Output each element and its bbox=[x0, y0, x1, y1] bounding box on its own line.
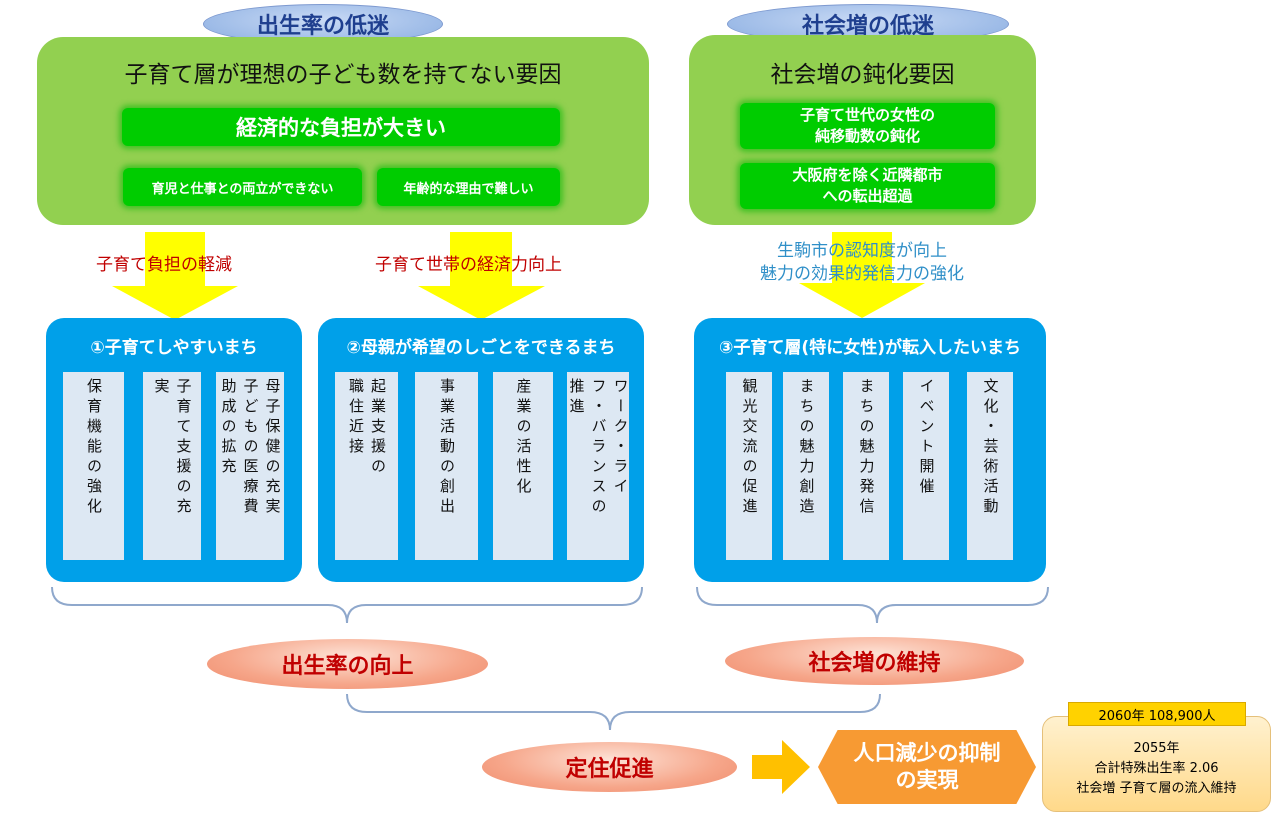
female-migration-line2: 純移動数の鈍化 bbox=[814, 127, 920, 145]
town3-col-event: イベント開催 bbox=[903, 372, 949, 560]
awareness-line1: 生駒市の認知度が向上 bbox=[777, 241, 947, 261]
col-text: 母子保健の充実 bbox=[263, 378, 282, 518]
col-text: 子育て支援の充 bbox=[174, 378, 193, 518]
col-text: 実 bbox=[152, 378, 171, 398]
brace-bottom bbox=[346, 693, 881, 731]
town1-col-support: 子育て支援の充 実 bbox=[143, 372, 201, 560]
arrow-down-middle bbox=[418, 232, 545, 320]
target-birthrate: 合計特殊出生率 2.06 bbox=[1094, 761, 1219, 776]
col-text: 事業活動の創出 bbox=[438, 378, 456, 518]
town3-col-promote: まちの魅力発信 bbox=[843, 372, 889, 560]
col-text: 観光交流の促進 bbox=[740, 378, 759, 518]
town3-col-create: まちの魅力創造 bbox=[783, 372, 829, 560]
col-text: 保育機能の強化 bbox=[85, 378, 103, 518]
hex-line1: 人口減少の抑制 bbox=[853, 741, 1001, 765]
col-text: 助成の拡充 bbox=[219, 378, 238, 478]
yellow-arrows bbox=[112, 232, 925, 320]
outflow-line2: への転出超過 bbox=[822, 187, 913, 205]
target-text: 2055年 合計特殊出生率 2.06 社会増 子育て層の流入維持 bbox=[1042, 733, 1271, 805]
target-box bbox=[1042, 716, 1271, 812]
population-decline-hex: 人口減少の抑制 の実現 bbox=[818, 730, 1036, 804]
right-factors-title: 社会増の鈍化要因 bbox=[770, 62, 955, 88]
arrow-down-right bbox=[799, 232, 925, 318]
town1-title: ①子育てしやすいまち bbox=[90, 337, 258, 358]
settlement-oval: 定住促進 bbox=[482, 742, 737, 792]
childcare-burden-label: 子育て負担の軽減 bbox=[96, 255, 232, 275]
target-social: 社会増 子育て層の流入維持 bbox=[1076, 781, 1237, 796]
town3-title: ③子育て層(特に女性)が転入したいまち bbox=[719, 337, 1021, 358]
awareness-line2: 魅力の効果的発信力の強化 bbox=[760, 264, 964, 284]
col-text: ワーク・ライ bbox=[611, 378, 630, 498]
town1-col-health: 母子保健の充実 子どもの医療費 助成の拡充 bbox=[216, 372, 284, 560]
town2-title: ②母親が希望のしごとをできるまち bbox=[346, 337, 616, 358]
work-childcare-box: 育児と仕事との両立ができない bbox=[123, 168, 362, 206]
female-migration-line1: 子育て世代の女性の bbox=[799, 106, 935, 124]
town1-col-childcare: 保育機能の強化 bbox=[63, 372, 124, 560]
birthrate-improve-oval: 出生率の向上 bbox=[207, 639, 488, 689]
economic-burden-box: 経済的な負担が大きい bbox=[122, 108, 560, 146]
brace-right bbox=[696, 586, 1049, 624]
col-text: 職住近接 bbox=[347, 378, 365, 458]
town2-col-startup: 起業支援の 職住近接 bbox=[335, 372, 398, 560]
arrow-down-left bbox=[112, 232, 238, 320]
social-maintain-oval: 社会増の維持 bbox=[725, 637, 1024, 685]
col-text: 産業の活性化 bbox=[514, 378, 533, 498]
col-text: 起業支援の bbox=[369, 378, 387, 478]
brace-left bbox=[51, 586, 643, 624]
awareness-label: 生駒市の認知度が向上 魅力の効果的発信力の強化 bbox=[742, 240, 982, 286]
col-text: 文化・芸術活動 bbox=[981, 378, 1000, 518]
col-text: まちの魅力発信 bbox=[857, 378, 876, 518]
col-text: イベント開催 bbox=[917, 378, 936, 498]
age-reason-box: 年齢的な理由で難しい bbox=[377, 168, 560, 206]
town3-col-tourism: 観光交流の促進 bbox=[726, 372, 772, 560]
target-year: 2055年 bbox=[1133, 741, 1180, 756]
col-text: フ・バランスの bbox=[589, 378, 608, 518]
left-factors-title: 子育て層が理想の子ども数を持てない要因 bbox=[124, 62, 562, 88]
target-2060-tag: 2060年 108,900人 bbox=[1068, 702, 1246, 726]
outflow-line1: 大阪府を除く近隣都市 bbox=[792, 166, 943, 184]
outflow-box: 大阪府を除く近隣都市 への転出超過 bbox=[740, 163, 995, 209]
household-economy-label: 子育て世帯の経済力向上 bbox=[375, 255, 562, 275]
hex-line2: の実現 bbox=[895, 768, 959, 792]
col-text: 推進 bbox=[567, 378, 586, 418]
town3-col-culture: 文化・芸術活動 bbox=[967, 372, 1013, 560]
town2-col-industry: 産業の活性化 bbox=[493, 372, 553, 560]
col-text: 子どもの医療費 bbox=[241, 378, 260, 518]
arrow-right bbox=[752, 740, 810, 794]
town2-col-worklife: ワーク・ライ フ・バランスの 推進 bbox=[567, 372, 630, 560]
town2-col-business: 事業活動の創出 bbox=[415, 372, 478, 560]
female-migration-box: 子育て世代の女性の 純移動数の鈍化 bbox=[740, 103, 995, 149]
col-text: まちの魅力創造 bbox=[797, 378, 816, 518]
